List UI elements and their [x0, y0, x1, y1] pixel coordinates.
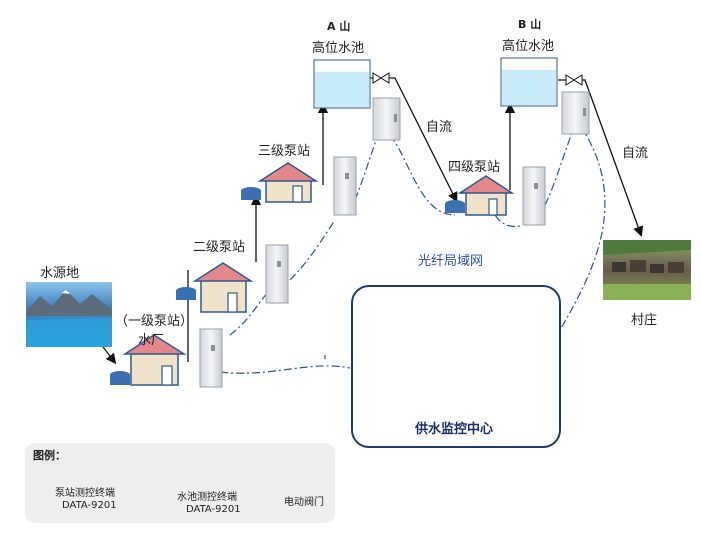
mountain-b-title: B 山	[518, 18, 542, 31]
high-water-tank-b	[500, 57, 558, 107]
legend-pump-terminal-model: DATA-9201	[62, 500, 117, 511]
high-water-tank-a	[313, 59, 371, 109]
pump-station-house-level1	[110, 334, 187, 386]
monitoring-center-frame	[351, 285, 561, 448]
pump-station-house-level3	[241, 162, 319, 203]
gravity-flow-b-label: 自流	[622, 146, 649, 161]
mountain-b-subtitle: 高位水池	[502, 39, 555, 54]
station-level3-label: 三级泵站	[258, 144, 311, 159]
station-level4-label: 四级泵站	[448, 160, 501, 175]
mountain-a-title: A 山	[327, 20, 351, 33]
fiber-network-label: 光纤局域网	[418, 254, 484, 269]
gravity-flow-a-label: 自流	[426, 120, 453, 135]
station-level2-label: 二级泵站	[193, 240, 246, 255]
village-image	[603, 240, 691, 300]
pump-station-house-level2	[176, 262, 254, 313]
legend-pool-terminal-label: 水池测控终端	[177, 492, 237, 503]
station-level1-label: （一级泵站）	[115, 314, 194, 329]
legend-pool-terminal-model: DATA-9201	[186, 504, 241, 515]
legend-pump-terminal-label: 泵站测控终端	[55, 488, 115, 499]
pump-terminal-cabinet[interactable]	[522, 166, 546, 226]
pump-terminal-cabinet[interactable]	[333, 156, 357, 216]
legend-valve-label: 电动阀门	[284, 497, 324, 508]
legend-title: 图例：	[33, 449, 66, 462]
pool-terminal-cabinet[interactable]	[372, 97, 401, 141]
water-source-label: 水源地	[40, 266, 80, 281]
mountain-a-subtitle: 高位水池	[312, 41, 365, 56]
pool-terminal-cabinet[interactable]	[561, 91, 590, 135]
water-source-image	[26, 282, 112, 347]
station-level1-sublabel: 水厂	[138, 333, 165, 348]
valve-icon[interactable]	[372, 72, 390, 84]
legend-panel	[25, 443, 335, 523]
pump-terminal-cabinet[interactable]	[199, 328, 223, 388]
monitoring-center-title: 供水监控中心	[414, 422, 493, 437]
pump-station-house-level4	[445, 175, 515, 216]
village-label: 村庄	[631, 313, 658, 328]
valve-icon[interactable]	[565, 74, 583, 86]
pump-terminal-cabinet[interactable]	[265, 244, 289, 304]
